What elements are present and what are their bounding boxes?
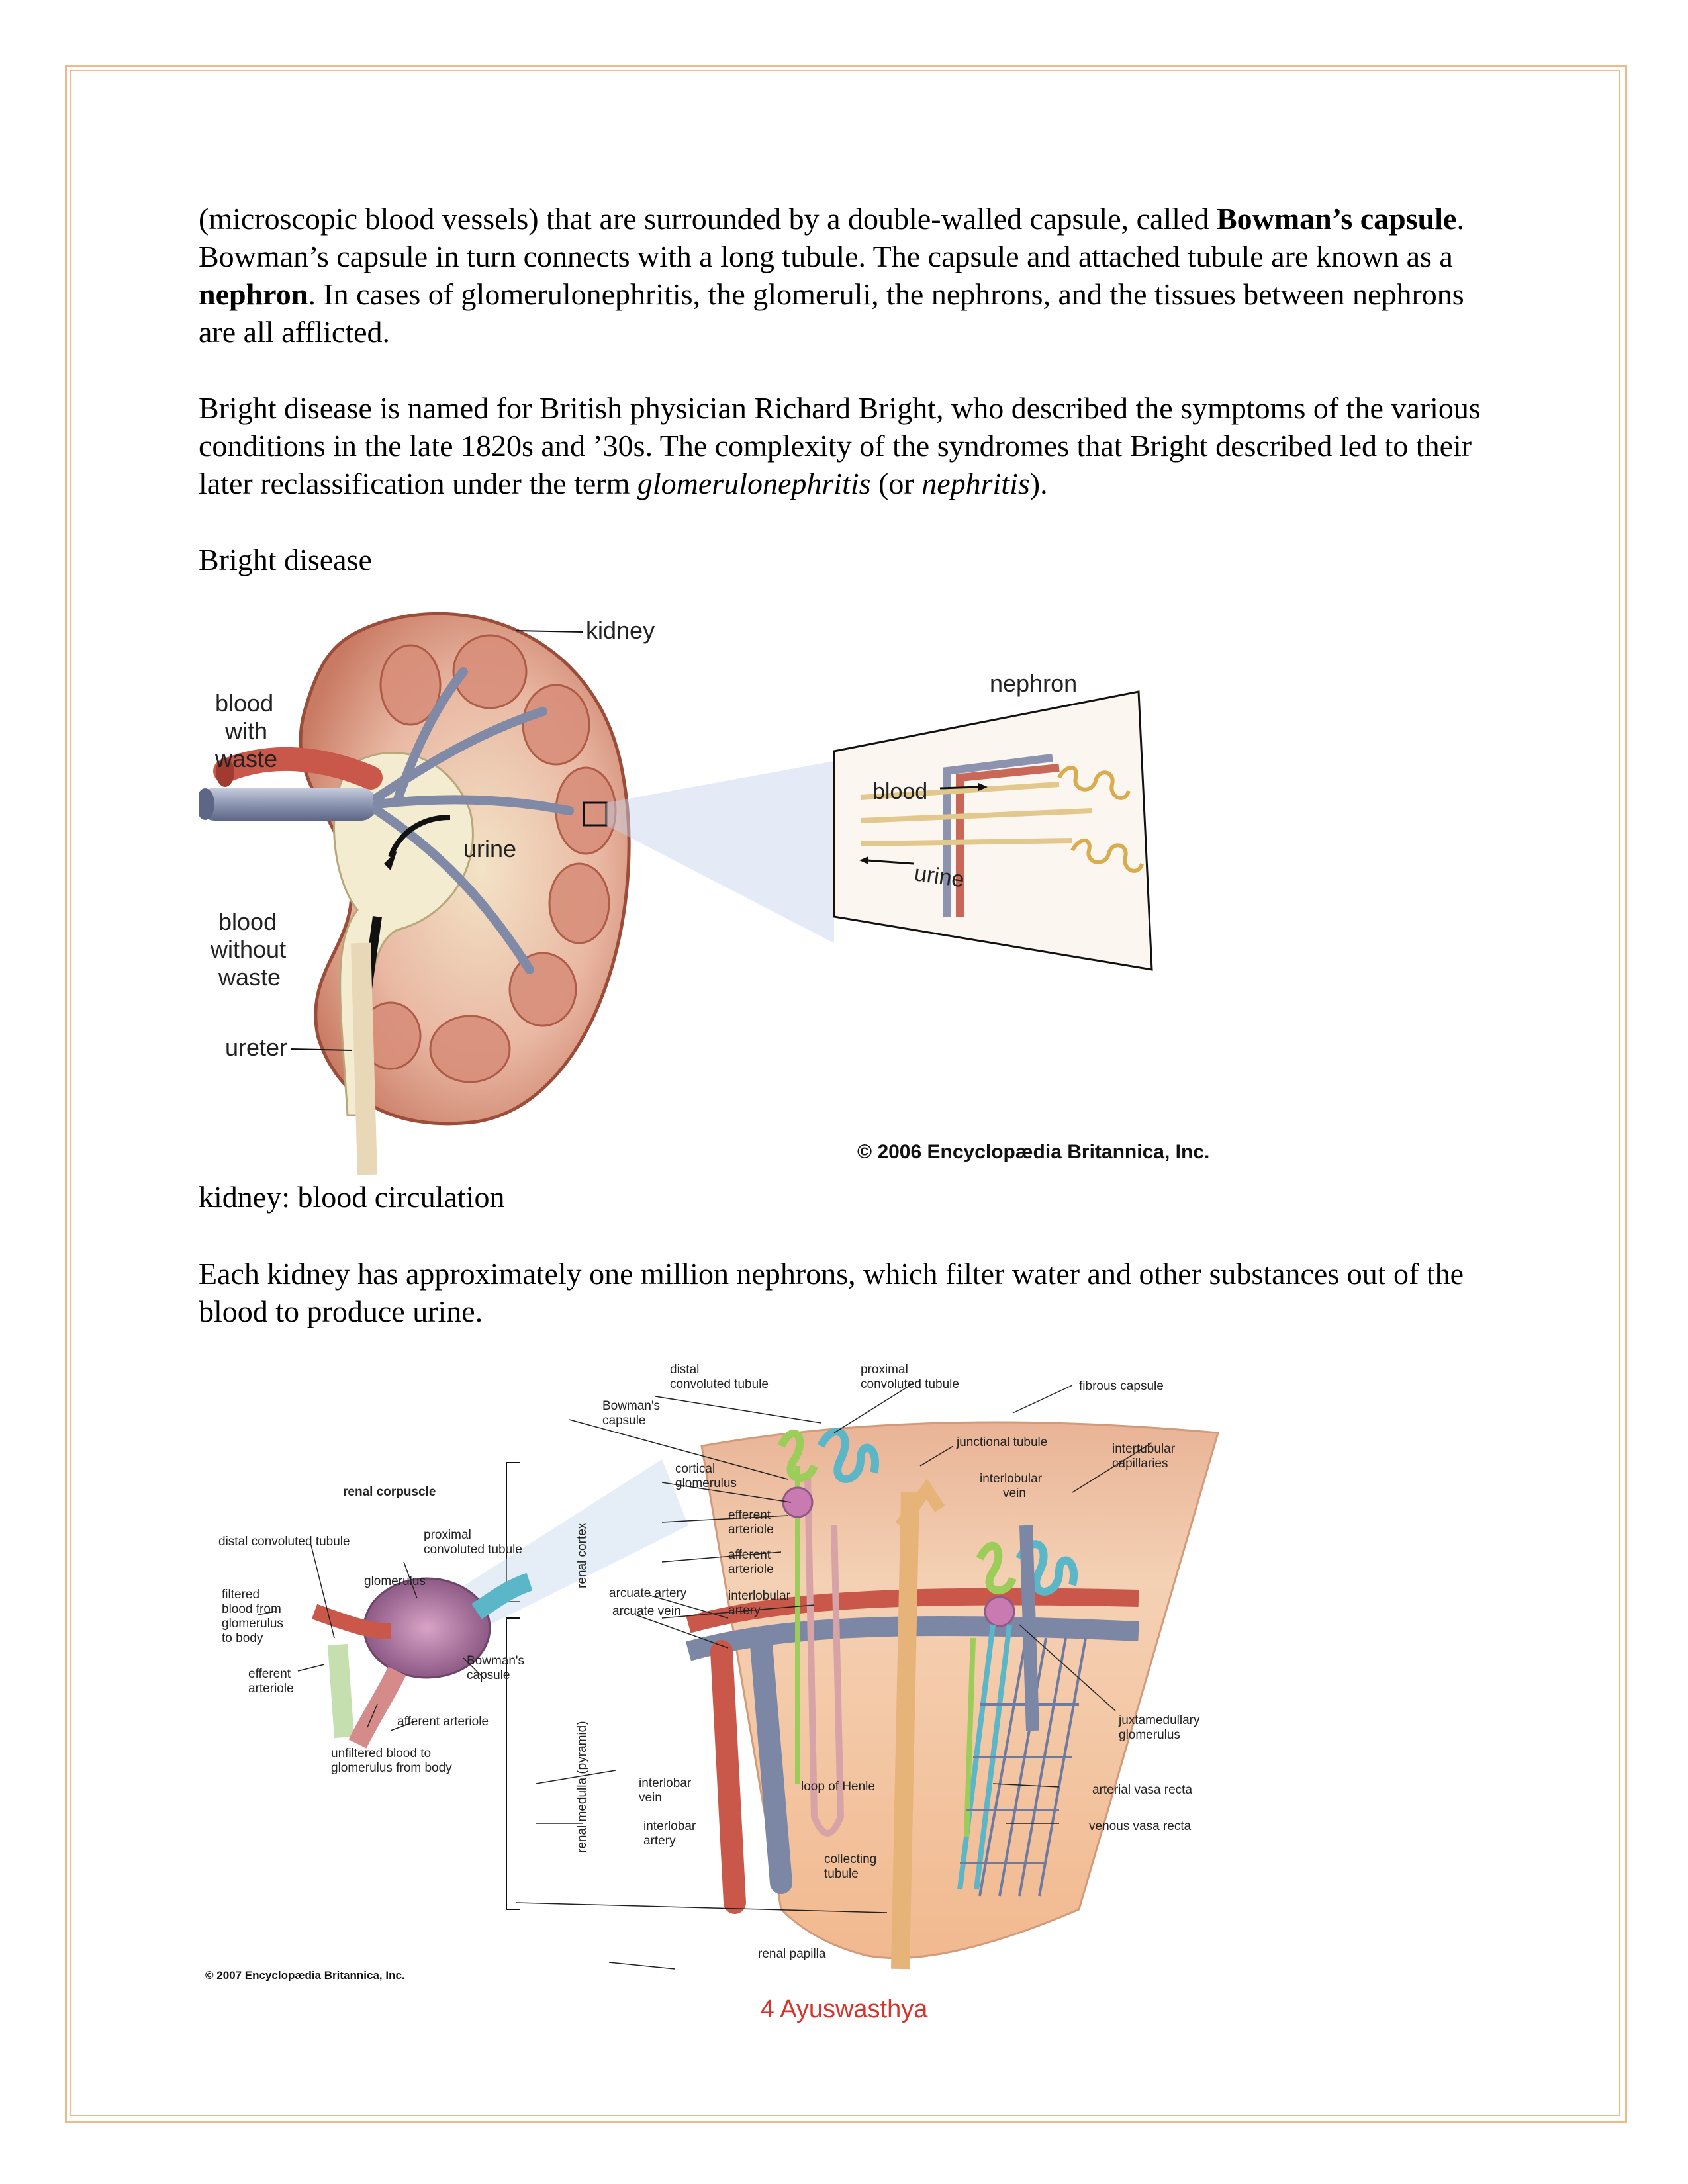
label-efferent-arteriole-left-1: efferent (248, 1667, 291, 1681)
term-bowmans-capsule: Bowman’s capsule (1216, 202, 1457, 236)
label-kidney: kidney (586, 617, 655, 644)
label-interlobular-vein-1: interlobular (980, 1472, 1043, 1486)
label-interlobar-artery-1: interlobar (643, 1819, 696, 1833)
label-interlobar-vein-1: interlobar (639, 1776, 692, 1790)
label-distal-tubule-top-1: distal (670, 1363, 699, 1377)
label-interlobular-artery-2: artery (728, 1604, 761, 1617)
term-nephron: nephron (199, 277, 308, 311)
caption-bright-disease: Bright disease (199, 543, 372, 576)
label-renal-papilla: renal papilla (758, 1947, 826, 1961)
label-junctional-tubule: junctional tubule (956, 1435, 1047, 1449)
label-efferent-arteriole-1: efferent (728, 1508, 771, 1522)
page-border-inner (70, 70, 1620, 2116)
label-urine-kidney: urine (463, 835, 516, 862)
label-proximal-tubule-top-1: proximal (861, 1363, 908, 1377)
label-venous-vasa-recta: venous vasa recta (1089, 1819, 1192, 1833)
label-collecting-tubule-1: collecting (824, 1852, 876, 1866)
paragraph-bowmans-capsule: (microscopic blood vessels) that are sur… (199, 202, 1464, 349)
renal-wedge (700, 1421, 1219, 1960)
kidney-circulation-figure: kidney nephron blood with waste urine bl… (199, 612, 1209, 1175)
label-unfiltered-blood-1: unfiltered blood to (331, 1747, 431, 1760)
label-interlobar-artery-2: artery (643, 1834, 676, 1848)
label-glomerulus: glomerulus (364, 1574, 426, 1588)
label-proximal-tubule-top-2: convoluted tubule (861, 1377, 959, 1391)
label-filtered-blood-1: filtered (222, 1588, 259, 1602)
label-arcuate-vein: arcuate vein (612, 1604, 681, 1618)
label-blood-without-waste-1: blood (218, 908, 277, 935)
figure2-credit: © 2007 Encyclopædia Britannica, Inc. (205, 1969, 405, 1981)
label-intertubular-capillaries-2: capillaries (1112, 1457, 1168, 1471)
term-nephritis: nephritis (921, 467, 1030, 500)
label-distal-tubule-top-2: convoluted tubule (670, 1377, 769, 1391)
label-arcuate-artery: arcuate artery (609, 1586, 687, 1600)
label-nephron: nephron (990, 670, 1077, 697)
label-afferent-arteriole-1: afferent (728, 1548, 771, 1562)
label-unfiltered-blood-2: glomerulus from body (331, 1761, 452, 1775)
nephron-panel (833, 690, 1153, 971)
label-fibrous-capsule: fibrous capsule (1079, 1379, 1164, 1393)
label-juxtamedullary-glomerulus-1: juxtamedullary (1118, 1713, 1200, 1727)
label-blood-with-waste-1: blood (215, 690, 273, 717)
figure1-credit: © 2006 Encyclopædia Britannica, Inc. (857, 1141, 1209, 1163)
term-glomerulonephritis: glomerulonephritis (637, 467, 871, 500)
label-cortical-glomerulus-2: glomerulus (675, 1477, 737, 1490)
label-filtered-blood-4: to body (222, 1631, 263, 1645)
label-interlobar-vein-2: vein (639, 1791, 662, 1805)
label-blood-with-waste-2: with (224, 717, 267, 745)
label-arterial-vasa-recta: arterial vasa recta (1092, 1783, 1192, 1797)
label-proximal-tubule-left-1: proximal (424, 1528, 471, 1542)
label-renal-medulla: renal medulla (pyramid) (575, 1721, 589, 1853)
label-bowmans-capsule-left-2: capsule (467, 1668, 510, 1682)
label-interlobular-vein-2: vein (1003, 1486, 1026, 1500)
label-interlobular-artery-1: interlobular (728, 1589, 791, 1603)
label-proximal-tubule-left-2: convoluted tubule (424, 1543, 522, 1557)
paragraph-nephrons: Each kidney has approximately one millio… (199, 1257, 1464, 1328)
label-blood-with-waste-3: waste (214, 745, 277, 772)
page-border-outer (65, 65, 1627, 2123)
label-filtered-blood-3: glomerulus (222, 1617, 283, 1631)
nephron-anatomy-figure: distal convoluted tubule proximal convol… (205, 1363, 1219, 1981)
label-efferent-arteriole-left-2: arteriole (248, 1682, 294, 1696)
label-blood-without-waste-3: waste (218, 964, 281, 991)
label-distal-tubule-left: distal convoluted tubule (218, 1535, 350, 1549)
label-loop-of-henle: loop of Henle (801, 1780, 875, 1794)
label-juxtamedullary-glomerulus-2: glomerulus (1119, 1728, 1180, 1742)
label-ureter: ureter (225, 1034, 287, 1061)
label-renal-cortex: renal cortex (575, 1522, 589, 1588)
label-cortical-glomerulus-1: cortical (675, 1462, 715, 1476)
label-afferent-arteriole-2: arteriole (728, 1563, 774, 1576)
label-collecting-tubule-2: tubule (824, 1867, 859, 1881)
label-intertubular-capillaries-1: intertubular (1112, 1442, 1176, 1456)
page-footer: 4 Ayuswasthya (760, 1995, 928, 2023)
label-efferent-arteriole-2: arteriole (728, 1523, 774, 1537)
label-renal-corpuscle: renal corpuscle (343, 1485, 436, 1499)
label-afferent-arteriole-left: afferent arteriole (397, 1715, 489, 1729)
label-bowmans-capsule-top-2: capsule (602, 1414, 646, 1428)
label-bowmans-capsule-left-1: Bowman's (467, 1654, 524, 1668)
label-blood-without-waste-2: without (210, 936, 286, 963)
label-blood-nephron: blood (872, 779, 927, 804)
label-bowmans-capsule-top-1: Bowman's (602, 1399, 660, 1413)
label-filtered-blood-2: blood from (222, 1602, 281, 1616)
caption-kidney-blood-circulation: kidney: blood circulation (199, 1180, 505, 1214)
paragraph-bright-disease: Bright disease is named for British phys… (199, 391, 1481, 500)
